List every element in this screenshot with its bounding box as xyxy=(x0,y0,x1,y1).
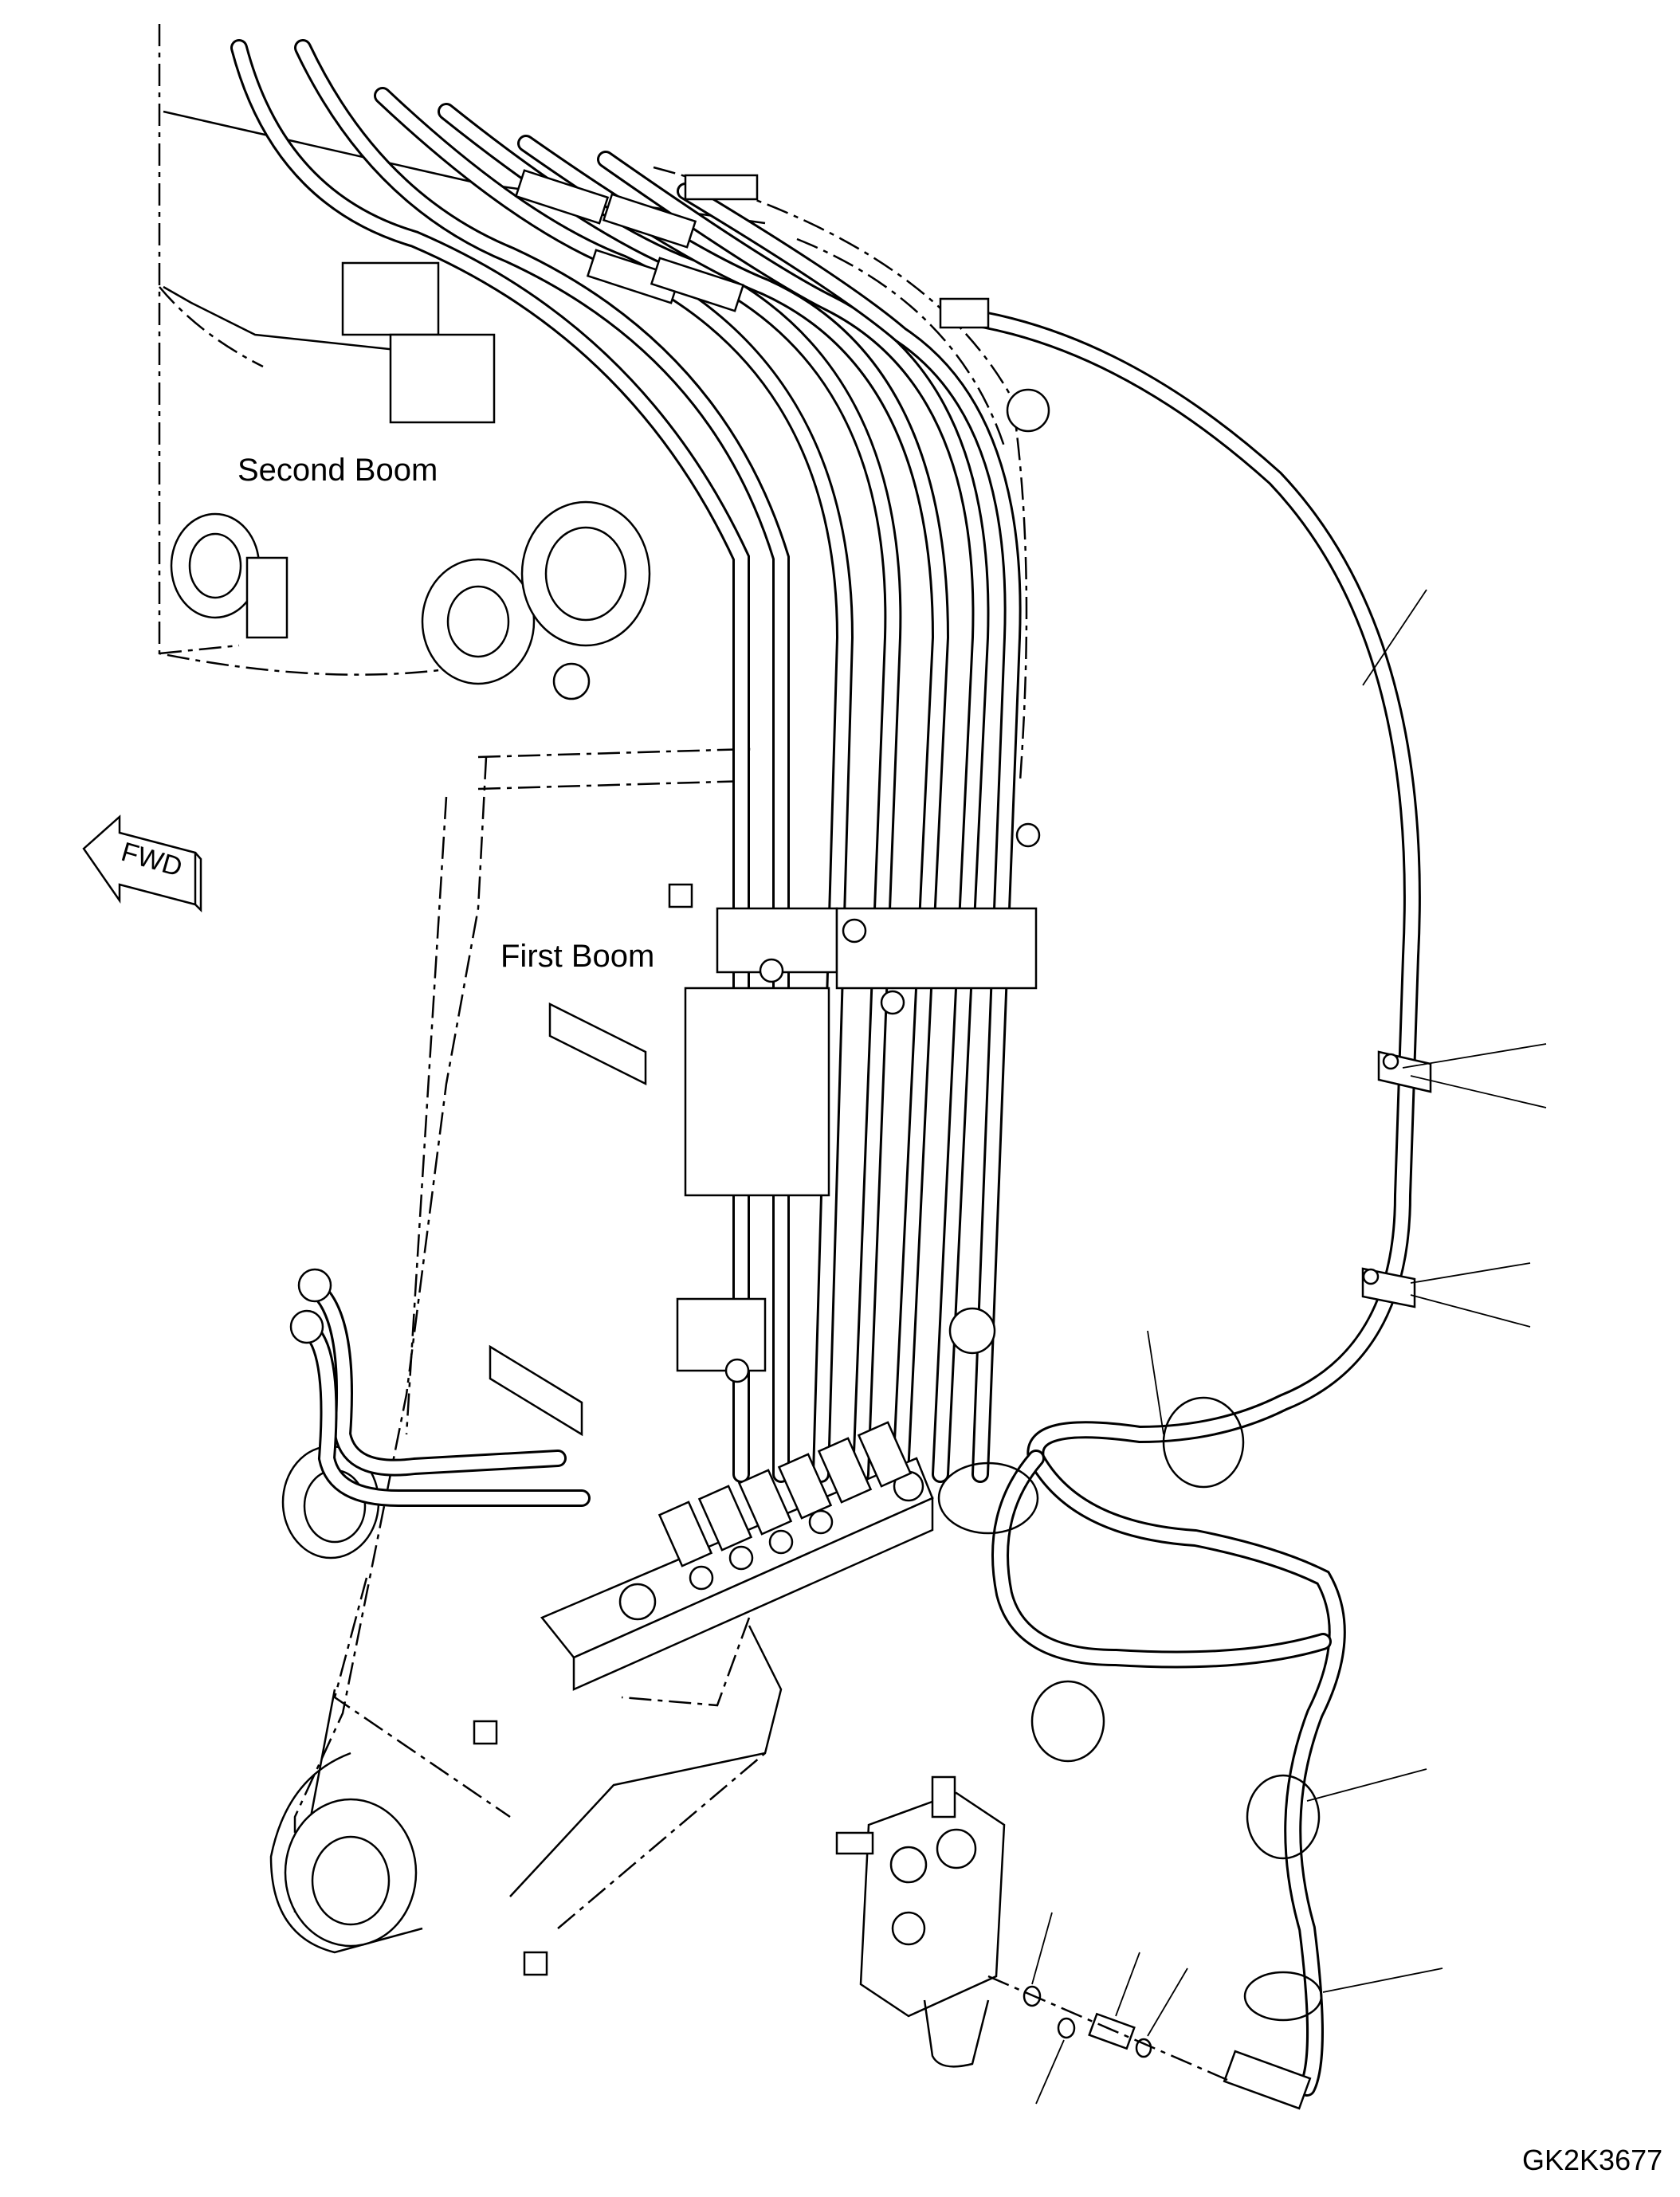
hose-band xyxy=(937,1461,1039,1535)
clamp-cover xyxy=(684,987,830,1197)
weld-pad xyxy=(668,883,693,908)
o-ring xyxy=(1135,2038,1152,2058)
o-ring xyxy=(1057,2017,1076,2039)
mounting-block xyxy=(389,333,496,424)
pin-retainer-bracket xyxy=(245,556,289,639)
pipe-fitting xyxy=(297,1268,332,1303)
hose-band xyxy=(1246,1774,1321,1860)
left-side-piping xyxy=(289,1268,591,1507)
hose-band xyxy=(1030,1680,1105,1763)
hose-clamps xyxy=(676,822,1041,1383)
hose-fitting xyxy=(602,193,697,249)
first-boom-label: First Boom xyxy=(500,939,655,974)
mounting-plate xyxy=(548,1002,647,1086)
second-boom-label: Second Boom xyxy=(237,453,438,488)
pilot-valve xyxy=(859,1791,1006,2018)
hose-fitting xyxy=(650,257,745,312)
pilot-hose-assembly xyxy=(835,297,1432,2110)
o-ring xyxy=(1023,1985,1042,2007)
fwd-arrow: FWD xyxy=(82,814,202,913)
boom-pin-boss xyxy=(170,512,261,619)
hose-manifold xyxy=(540,1421,934,1691)
adapter-fitting xyxy=(1088,2012,1136,2050)
leader-lines xyxy=(1031,589,1547,2105)
mounting-plate xyxy=(489,1344,583,1437)
hydraulic-hose-bundle xyxy=(230,39,1050,1483)
hose-clamp xyxy=(676,1297,767,1372)
weld-pad xyxy=(473,1720,498,1745)
valve-plug xyxy=(931,1775,956,1818)
hose-clamp xyxy=(835,907,1038,990)
boom-pin-flange xyxy=(520,500,651,647)
hose-fitting xyxy=(684,174,759,201)
figure-id: GK2K3677 xyxy=(1522,2144,1663,2176)
hose-band xyxy=(1243,1971,1323,2022)
hex-nut xyxy=(552,662,591,700)
second-boom xyxy=(158,24,766,685)
hose-band xyxy=(1162,1396,1245,1489)
valve-stem xyxy=(835,1831,874,1855)
boom-foot-boss xyxy=(284,1798,418,1948)
clamp-bolt xyxy=(948,1307,996,1355)
pipe-fitting xyxy=(289,1309,324,1344)
mounting-bracket xyxy=(341,261,440,336)
weld-pad xyxy=(523,1951,548,1976)
hose-end-fitting xyxy=(939,297,990,329)
hose-end-fitting xyxy=(1223,2050,1312,2110)
hex-nut xyxy=(1006,388,1050,433)
hose-fitting xyxy=(514,169,610,225)
boom-pin xyxy=(421,558,536,685)
